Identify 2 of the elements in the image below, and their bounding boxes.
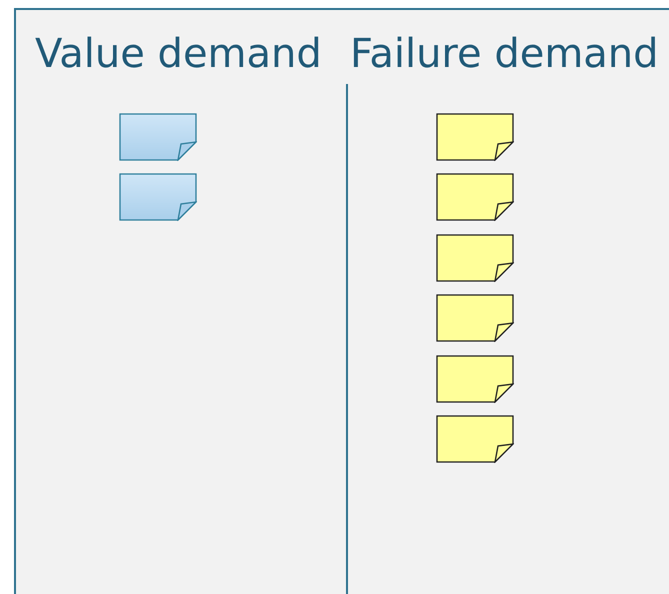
column-heading: Value demand (35, 32, 322, 76)
column-heading: Failure demand (350, 32, 659, 76)
